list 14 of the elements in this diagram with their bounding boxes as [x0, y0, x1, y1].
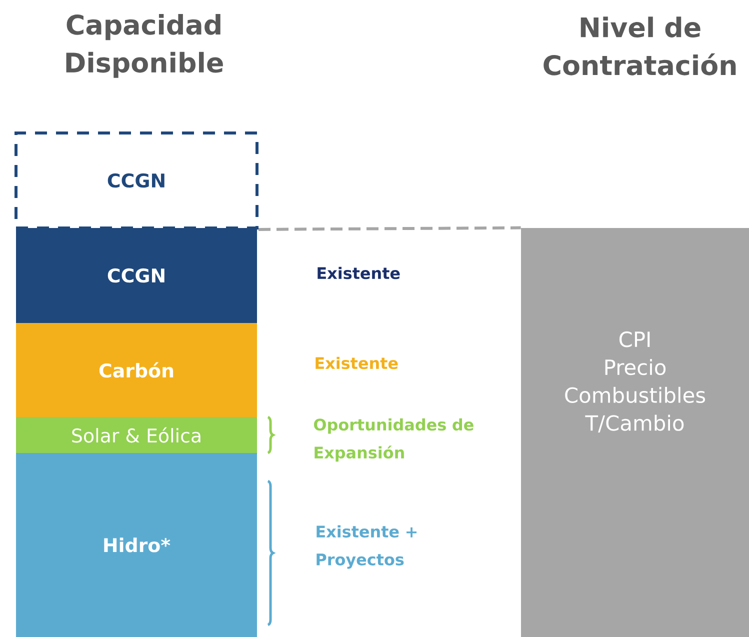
connector-line: [258, 226, 521, 231]
capacity-bar: Carbón: [16, 322, 257, 417]
capacity-bar: Solar & Eólica: [16, 416, 257, 453]
side-label: Existente: [318, 266, 400, 280]
capacity-bar: CCGN: [16, 228, 257, 323]
capacity-bar: Hidro*: [16, 452, 257, 637]
side-label: Existente + Proyectos: [316, 525, 416, 569]
contract-box: CPI Precio Combustibles T/Cambio: [521, 228, 749, 637]
side-label: Oportunidades de Expansión: [314, 418, 474, 462]
heading: Nivel de Contratación: [544, 16, 736, 76]
heading: Capacidad Disponible: [66, 14, 223, 78]
node-label: CCGN: [108, 268, 164, 283]
side-label: Existente: [316, 356, 398, 370]
dashed-box: CCGN: [14, 131, 258, 230]
